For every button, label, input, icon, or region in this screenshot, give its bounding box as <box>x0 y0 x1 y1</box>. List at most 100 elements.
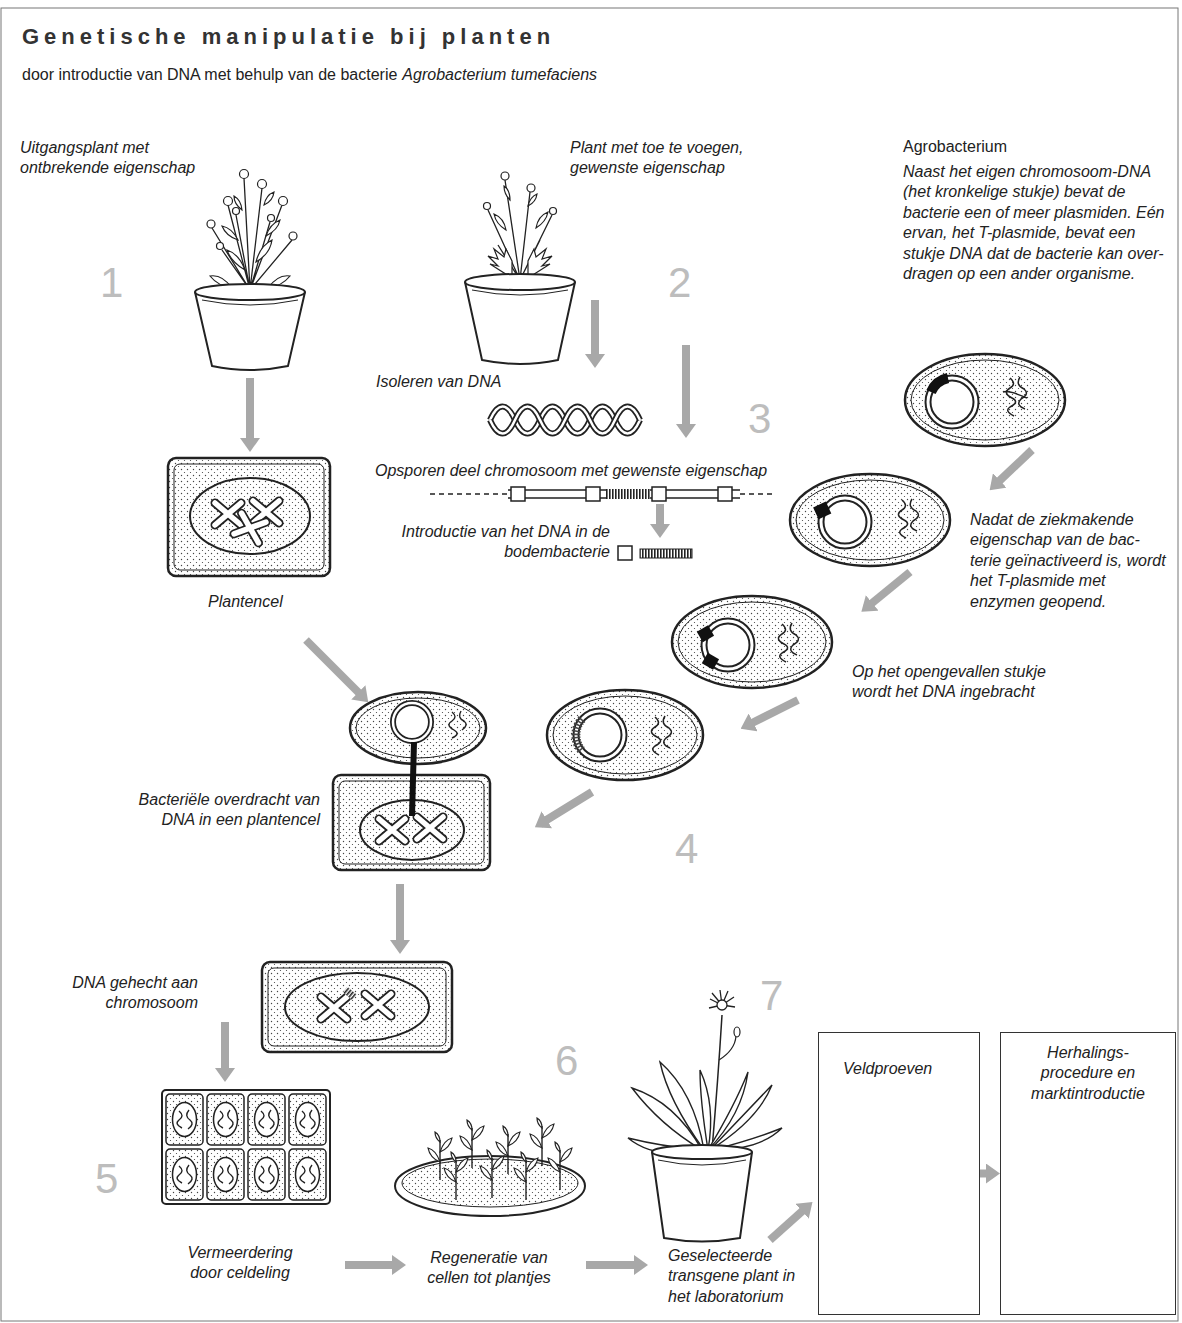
step-number: 7 <box>760 975 783 1017</box>
chromosome-strip <box>718 487 732 501</box>
agrobacterium-cell <box>905 354 1065 446</box>
potted-plant <box>233 208 240 215</box>
agrobacterium-cell <box>1003 377 1027 416</box>
dna-transfer <box>412 742 414 816</box>
agrobacterium-cell <box>790 474 950 566</box>
agrobacterium-cell <box>576 719 582 751</box>
dividing-cells <box>162 1090 330 1204</box>
agrobacterium-cell <box>672 596 832 688</box>
agrobacterium-cell <box>697 625 714 642</box>
step-caption: Isoleren van DNA <box>376 372 501 392</box>
transgenic-plant <box>719 1036 736 1060</box>
subtitle: door introductie van DNA met behulp van … <box>22 66 397 84</box>
dna-helix <box>490 407 640 434</box>
transgenic-plant <box>652 1152 752 1242</box>
flow-arrow <box>746 700 798 726</box>
flow-arrow <box>396 884 404 948</box>
dna-helix <box>490 407 640 434</box>
agrobacterium-cell <box>547 690 703 780</box>
agrobacterium-cell <box>931 378 948 392</box>
step-number: 5 <box>95 1158 118 1200</box>
agrobacterium-cell <box>898 499 918 538</box>
dna-fragment <box>618 546 632 560</box>
transgenic-plant <box>628 990 782 1242</box>
transformed-cell <box>285 973 429 1041</box>
dna-transfer <box>350 692 486 764</box>
transgenic-plant <box>700 1070 711 1150</box>
agrobacterium-cell <box>702 653 719 670</box>
flow-arrow <box>656 504 664 532</box>
potted-plant <box>465 282 575 364</box>
agrobacterium-cell <box>911 360 1059 440</box>
dna-transfer <box>393 703 431 741</box>
dna-fragment <box>618 546 692 560</box>
potted-plant <box>488 186 552 278</box>
step-caption: DNA gehecht aan chromosoom <box>68 973 198 1014</box>
transgenic-plant <box>658 1160 746 1165</box>
step-caption: Uitgangsplant met ontbrekende eigenschap <box>20 138 210 179</box>
flow-arrow <box>586 1261 642 1269</box>
step-caption: Nadat de ziekmakende eigenschap van de b… <box>970 510 1170 612</box>
dividing-cells <box>289 1149 326 1200</box>
potted-plant <box>488 180 552 280</box>
chromosome-strip <box>606 489 650 499</box>
plant-cell <box>168 458 330 576</box>
step-caption: Vermeerdering door celdeling <box>172 1243 308 1284</box>
diagram-title: Genetische manipulatie bij planten <box>22 24 555 50</box>
dna-transfer <box>356 698 480 758</box>
dna-transfer <box>417 817 443 839</box>
process-box: Veldproeven <box>818 1032 980 1315</box>
chromosome-strip <box>430 487 772 501</box>
agrobacterium-cell <box>547 690 703 780</box>
dividing-cells <box>162 1090 330 1204</box>
agrobacterium-cell <box>672 596 832 688</box>
potted-plant <box>207 220 215 228</box>
agrobacterium-cell <box>905 354 1065 446</box>
plant-cell <box>215 503 241 525</box>
plant-cell <box>168 458 330 576</box>
potted-plant <box>501 172 509 180</box>
step-caption: Opsporen deel chromosoom met gewenste ei… <box>375 461 767 481</box>
dna-helix <box>490 407 640 434</box>
potted-plant <box>484 203 491 210</box>
dividing-cells <box>166 1149 203 1200</box>
petri-dish <box>496 1126 520 1174</box>
potted-plant <box>279 197 288 206</box>
plant-cell <box>234 513 266 543</box>
petri-dish <box>480 1150 504 1198</box>
box-label: Herhalings- procedure en marktintroducti… <box>1023 1043 1153 1104</box>
step-caption: Regeneratie van cellen tot plantjes <box>413 1248 565 1289</box>
step-caption: Geselecteerde transgene plant in het lab… <box>668 1246 814 1307</box>
potted-plant <box>258 180 267 189</box>
potted-plant <box>202 300 298 305</box>
chromosome-strip <box>430 493 508 495</box>
chromosome-strip <box>586 487 600 501</box>
agrobacterium-cell <box>928 378 976 426</box>
potted-plant <box>550 208 557 215</box>
dna-helix <box>490 407 640 434</box>
potted-plant <box>195 170 305 371</box>
box-label: Veldproeven <box>843 1059 932 1079</box>
potted-plant <box>224 197 233 206</box>
potted-plant <box>217 243 224 250</box>
transformed-cell <box>262 962 452 1052</box>
potted-plant <box>465 274 575 290</box>
dividing-cells <box>207 1094 244 1145</box>
cell-caption: Plantencel <box>208 592 283 612</box>
chromosome-strip <box>508 490 740 498</box>
dividing-cells <box>248 1094 285 1145</box>
potted-plant <box>195 292 305 370</box>
flow-arrow <box>770 1206 808 1240</box>
petri-dish <box>514 1152 538 1200</box>
transformed-cell <box>365 994 391 1016</box>
agrobacterium-cell <box>678 602 826 682</box>
potted-plant <box>527 184 535 192</box>
frame <box>1 8 1178 1321</box>
dna-helix <box>490 407 640 434</box>
transformed-cell <box>268 968 446 1046</box>
step-caption: Plant met toe te voegen, gewenste eigens… <box>570 138 775 179</box>
step-caption: Introductie van het DNA in de bodembacte… <box>392 522 610 563</box>
subtitle-species: Agrobacterium tumefaciens <box>402 66 597 84</box>
plant-cell <box>174 464 324 570</box>
